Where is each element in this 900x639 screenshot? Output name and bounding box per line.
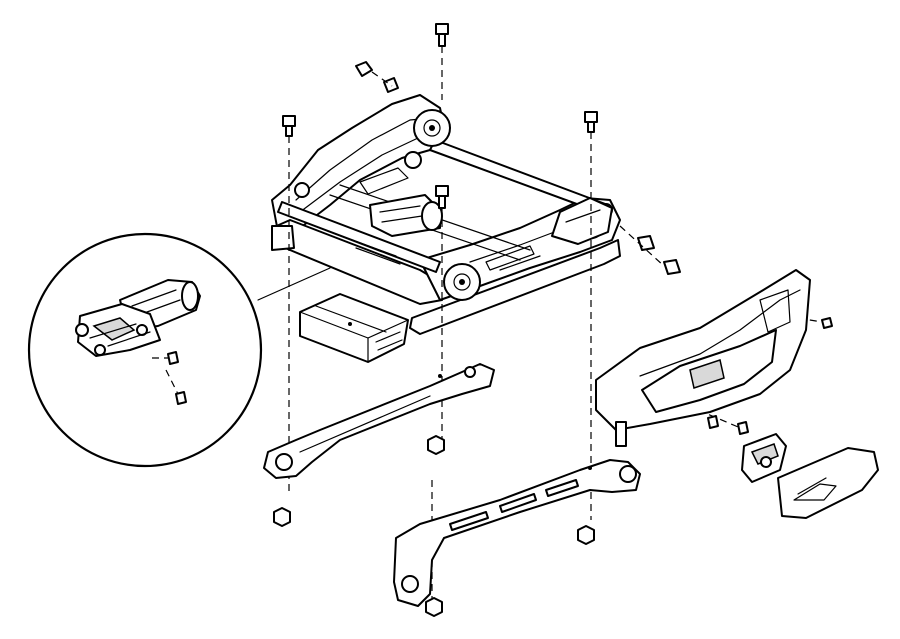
alignment-lines	[288, 46, 823, 600]
seat-adjuster-frame	[271, 94, 621, 335]
seat-switch	[741, 433, 787, 483]
left-front-bracket	[263, 363, 495, 479]
right-rear-bracket	[393, 459, 641, 607]
switch-bezel	[777, 447, 879, 519]
fastener-nut	[273, 435, 595, 617]
seat-control-module	[299, 293, 409, 363]
seat-side-shield	[595, 269, 811, 447]
fastener-bolt	[282, 23, 833, 329]
seat-track-motor-detail	[27, 232, 331, 468]
